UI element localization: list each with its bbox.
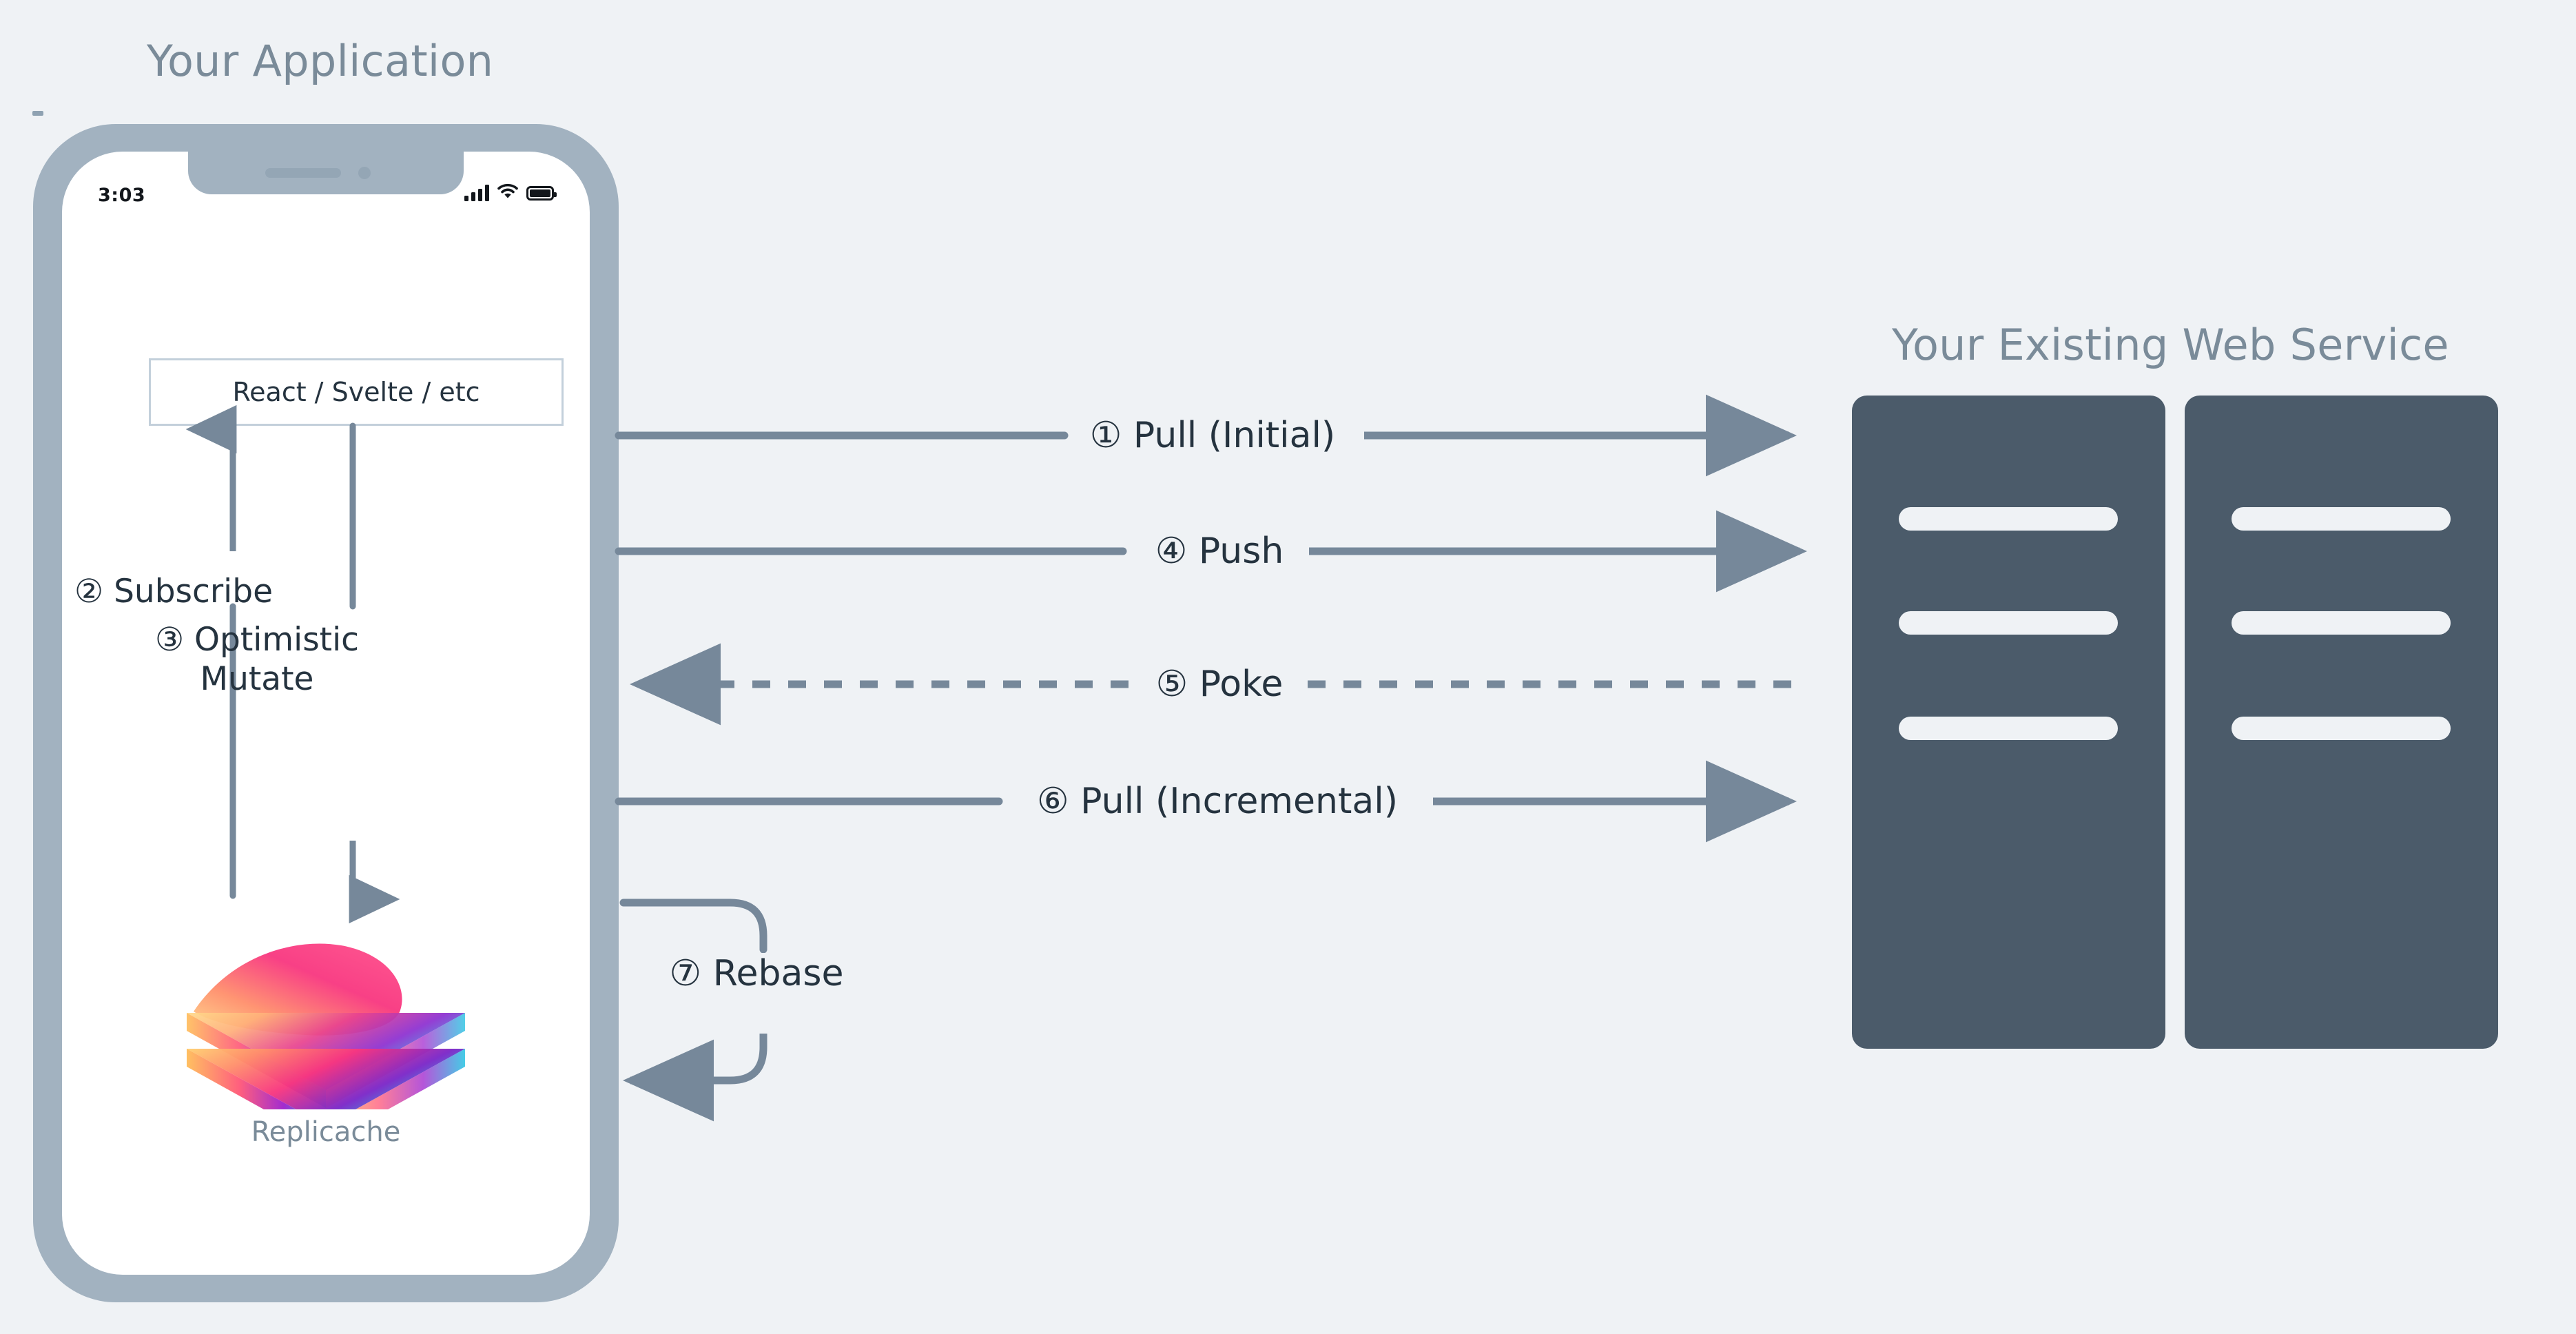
replicache-block: Replicache — [174, 910, 477, 1148]
wifi-icon — [497, 183, 518, 203]
decorative-dash-mark — [32, 111, 43, 116]
server-slot — [2232, 507, 2451, 531]
flow-label-push: ④ Push — [1144, 531, 1295, 572]
flow-label-poke: ⑤ Poke — [1144, 664, 1295, 705]
client-section-title: Your Application — [147, 36, 494, 86]
service-section-title: Your Existing Web Service — [1892, 320, 2449, 370]
phone-internal-arrows — [185, 404, 400, 924]
server-rack-1 — [1852, 396, 2165, 1049]
framework-box-label: React / Svelte / etc — [232, 377, 480, 407]
replicache-layers-logo — [187, 943, 465, 1144]
step-subscribe-label: ② Subscribe — [74, 573, 273, 610]
flow-label-pull-incremental: ⑥ Pull (Incremental) — [1026, 781, 1409, 822]
earpiece-speaker-icon — [265, 168, 341, 178]
status-bar-time: 3:03 — [98, 185, 146, 206]
server-slot — [1899, 717, 2118, 740]
step-optimistic-mutate-label: ③ Optimistic Mutate — [154, 621, 360, 699]
replicache-label: Replicache — [251, 1116, 401, 1148]
client-phone-frame: 3:03 React / Svelte / etc — [33, 124, 619, 1302]
front-camera-icon — [358, 167, 371, 179]
server-slot — [1899, 507, 2118, 531]
phone-notch — [188, 152, 464, 194]
server-slot — [1899, 611, 2118, 635]
server-slot — [2232, 611, 2451, 635]
flow-label-pull-initial: ① Pull (Initial) — [1078, 415, 1347, 456]
flow-label-rebase: ⑦ Rebase — [658, 953, 855, 994]
battery-icon — [526, 185, 557, 201]
server-slot — [2232, 717, 2451, 740]
phone-screen: 3:03 React / Svelte / etc — [62, 152, 590, 1275]
status-bar-icons — [464, 183, 557, 203]
signal-bars-icon — [464, 185, 489, 201]
server-rack-2 — [2185, 396, 2498, 1049]
